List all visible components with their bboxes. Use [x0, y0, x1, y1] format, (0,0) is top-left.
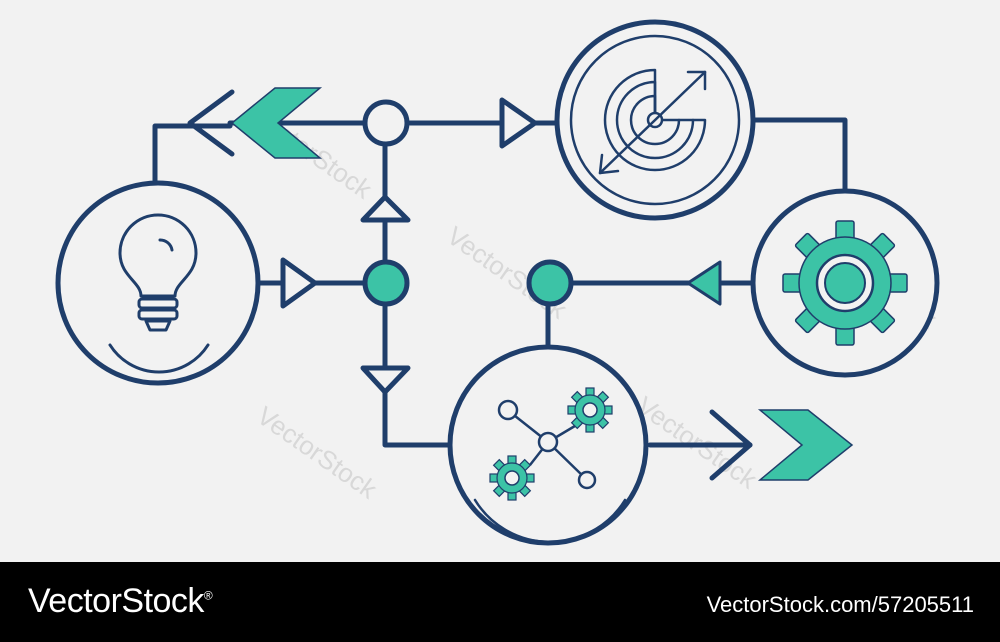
junction-circle [362, 99, 410, 147]
connector-line [752, 117, 848, 196]
watermark: VectorStock [252, 400, 384, 505]
outline-chevron-right-icon [709, 409, 753, 481]
small-gear-icon [489, 455, 535, 501]
triangle-up-icon [360, 194, 411, 223]
process-diagram: VectorStock VectorStock VectorStock Vect… [55, 19, 943, 546]
outline-chevron-left-icon [187, 89, 235, 157]
connector-line [152, 123, 233, 186]
small-gear-icon [567, 387, 613, 433]
footer-bar: VectorStock® VectorStock.com/57205511 [0, 562, 1000, 642]
lightbulb-icon [118, 213, 198, 332]
teal-triangle-left-icon [686, 260, 722, 306]
junction-circle [362, 259, 410, 307]
network-gears-node [447, 344, 649, 546]
lightbulb-node [55, 180, 261, 386]
junction-circle [526, 259, 574, 307]
teal-chevron-left-icon [230, 87, 323, 159]
target-icon [598, 68, 707, 175]
triangle-right-icon [499, 97, 538, 149]
registered-mark: ® [203, 588, 213, 603]
teal-chevron-right-icon [757, 409, 854, 481]
connector-line [382, 302, 453, 448]
target-node [554, 19, 756, 221]
network-gears-icon [489, 387, 613, 501]
triangle-right-icon [280, 257, 318, 309]
gear-icon [782, 220, 908, 346]
brand-name: VectorStock [28, 582, 204, 620]
triangle-down-icon [360, 365, 411, 395]
brand-logo: VectorStock® [28, 582, 213, 621]
image-id: VectorStock.com/57205511 [706, 592, 974, 617]
gear-node [750, 188, 940, 378]
